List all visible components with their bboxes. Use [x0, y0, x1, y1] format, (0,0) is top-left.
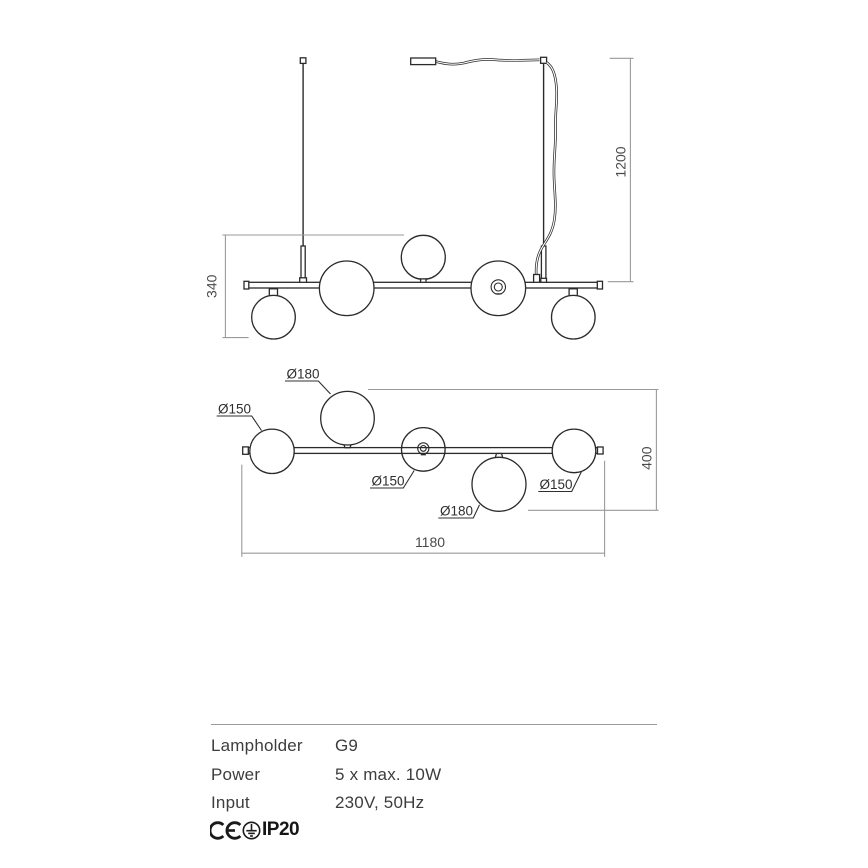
power-cable — [435, 58, 559, 275]
spec-value: 230V, 50Hz — [335, 792, 425, 812]
leader-line — [370, 470, 415, 489]
spec-value: 5 x max. 10W — [335, 764, 442, 784]
glass-sphere-top — [320, 390, 375, 446]
diameter-label-middle: Ø150 — [372, 474, 405, 489]
diameter-label-left: Ø150 — [218, 402, 251, 417]
side-view-dimensions — [222, 57, 634, 339]
glass-sphere-bottom — [471, 456, 527, 512]
spec-label: Input — [211, 792, 250, 812]
certification-row: IP20 — [210, 818, 410, 844]
dimension-label-1200: 1200 — [613, 146, 629, 177]
bar-end-cap-left — [242, 446, 249, 455]
table-divider — [211, 724, 657, 726]
bar-end-cap-right — [596, 280, 604, 290]
side-view — [243, 56, 604, 340]
spec-label: Lampholder — [211, 736, 303, 755]
earth-symbol-icon — [242, 821, 261, 840]
glass-sphere-left-low — [251, 294, 296, 340]
socket-ring-outer — [417, 442, 430, 455]
cable-plug — [410, 57, 437, 66]
glass-sphere-large-right — [470, 260, 527, 317]
bar-end-cap-right — [596, 446, 604, 455]
glass-sphere-right-low — [550, 294, 596, 340]
leader-line — [216, 415, 262, 431]
certification-icons — [210, 821, 261, 840]
leader-line — [438, 504, 480, 519]
leader-line — [285, 380, 331, 395]
diameter-labels — [216, 380, 582, 519]
diameter-label-bottom: Ø180 — [440, 504, 473, 519]
glass-sphere-middle — [400, 426, 446, 472]
socket-ring-inner — [419, 444, 427, 452]
spec-row-input: Input 230V, 50Hz — [211, 793, 631, 815]
glass-sphere-large-left — [318, 260, 375, 317]
dimension-label-340: 340 — [204, 274, 220, 298]
diameter-label-right: Ø150 — [540, 477, 573, 492]
bar-end-cap-left — [243, 280, 250, 290]
dimension-label-1180: 1180 — [415, 534, 445, 550]
spec-value: G9 — [335, 736, 359, 755]
ce-mark-icon — [210, 821, 242, 840]
glass-sphere-right — [551, 428, 597, 474]
ip-rating-badge: IP20 — [262, 819, 300, 840]
plan-view-dimensions — [241, 388, 659, 557]
ceiling-mount-left — [299, 57, 307, 65]
dimension-label-400: 400 — [639, 446, 655, 470]
diameter-label-top: Ø180 — [287, 367, 320, 382]
spec-row-power: Power 5 x max. 10W — [211, 765, 631, 787]
socket-ring-inner — [493, 282, 503, 292]
spec-row-lampholder: Lampholder G9 — [211, 736, 631, 758]
plan-view — [242, 390, 604, 512]
leader-line — [538, 471, 582, 493]
spec-label: Power — [211, 764, 261, 784]
glass-sphere-left — [249, 428, 295, 475]
